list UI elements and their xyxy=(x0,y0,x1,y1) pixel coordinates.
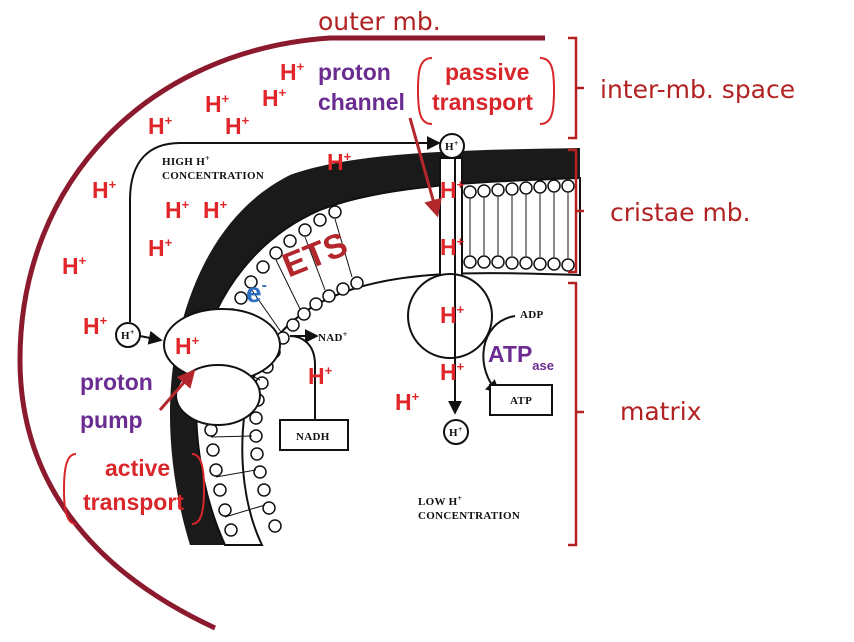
svg-text:H+: H+ xyxy=(445,139,459,153)
adp-label: ADP xyxy=(520,309,544,321)
svg-text:H+: H+ xyxy=(121,328,135,342)
h-ion: H+ xyxy=(440,177,465,203)
cristae-membrane-label: cristae mb. xyxy=(610,198,751,227)
matrix-bracket xyxy=(568,281,584,547)
proton-channel-label-1: proton xyxy=(318,59,391,85)
h-ion: H+ xyxy=(280,59,305,85)
cristae-bracket xyxy=(568,148,584,274)
outer-membrane-label: outer mb. xyxy=(318,7,441,36)
h-ion: H+ xyxy=(148,113,173,139)
proton-pump-label-1: proton xyxy=(80,369,153,395)
nadh-box xyxy=(279,419,349,451)
nad-label: NAD+ xyxy=(318,330,348,344)
atp-synthase-complex xyxy=(407,155,493,415)
h-ion: H+ xyxy=(395,389,420,415)
h-ion: H+ xyxy=(440,359,465,385)
h-ion: H+ xyxy=(83,313,108,339)
h-ion: H+ xyxy=(440,234,465,260)
circle-h-left: H+ xyxy=(115,322,141,348)
h-ion: H+ xyxy=(205,91,230,117)
region-brackets xyxy=(568,36,584,547)
h-ion: H+ xyxy=(203,197,228,223)
high-conc-text-2: CONCENTRATION xyxy=(162,170,264,182)
proton-pump-complex xyxy=(129,308,281,426)
proton-return-arrow xyxy=(129,136,441,322)
proton-channel-label-2: channel xyxy=(318,89,405,115)
h-ion: H+ xyxy=(165,197,190,223)
h-ion: H+ xyxy=(62,253,87,279)
nadh-to-nad-arrow xyxy=(289,329,319,420)
passive-bracket xyxy=(416,57,556,125)
proton-pump-label-2: pump xyxy=(80,407,143,433)
h-ion: H+ xyxy=(262,85,287,111)
h-ion: H+ xyxy=(92,177,117,203)
electron-label: e- xyxy=(246,277,267,308)
high-conc-text: HIGH H+ xyxy=(162,154,210,168)
active-transport-label-2: transport xyxy=(83,489,184,515)
passive-transport-label-1: passive xyxy=(445,59,529,85)
h-ion: H+ xyxy=(308,363,333,389)
svg-text:H+: H+ xyxy=(449,425,463,439)
h-ion: H+ xyxy=(327,149,352,175)
h-ion: H+ xyxy=(148,235,173,261)
low-conc-text: LOW H+ xyxy=(418,494,463,508)
circle-h-bottom: H+ xyxy=(443,419,469,445)
atpase-label: ATPase xyxy=(488,341,554,373)
atp-box-label: ATP xyxy=(510,395,532,407)
h-ion: H+ xyxy=(175,333,200,359)
active-transport-label-1: active xyxy=(105,455,170,481)
h-ion: H+ xyxy=(225,113,250,139)
matrix-label: matrix xyxy=(620,397,702,426)
circle-h-high: H+ xyxy=(439,133,465,159)
active-bracket xyxy=(62,453,206,525)
proton-ions: H+ H+ H+ H+ H+ H+ H+ H+ H+ H+ H+ H+ H+ H… xyxy=(62,59,465,415)
proton-channel-arrow xyxy=(408,117,442,218)
atp-box xyxy=(489,384,553,416)
h-ion: H+ xyxy=(440,302,465,328)
low-conc-text-2: CONCENTRATION xyxy=(418,510,520,522)
proton-pump-arrow xyxy=(158,369,196,411)
intermembrane-bracket xyxy=(568,36,584,140)
intermembrane-space-label: inter-mb. space xyxy=(600,75,795,104)
outer-membrane-arc xyxy=(17,35,545,631)
nadh-label: NADH xyxy=(296,431,330,443)
passive-transport-label-2: transport xyxy=(432,89,533,115)
